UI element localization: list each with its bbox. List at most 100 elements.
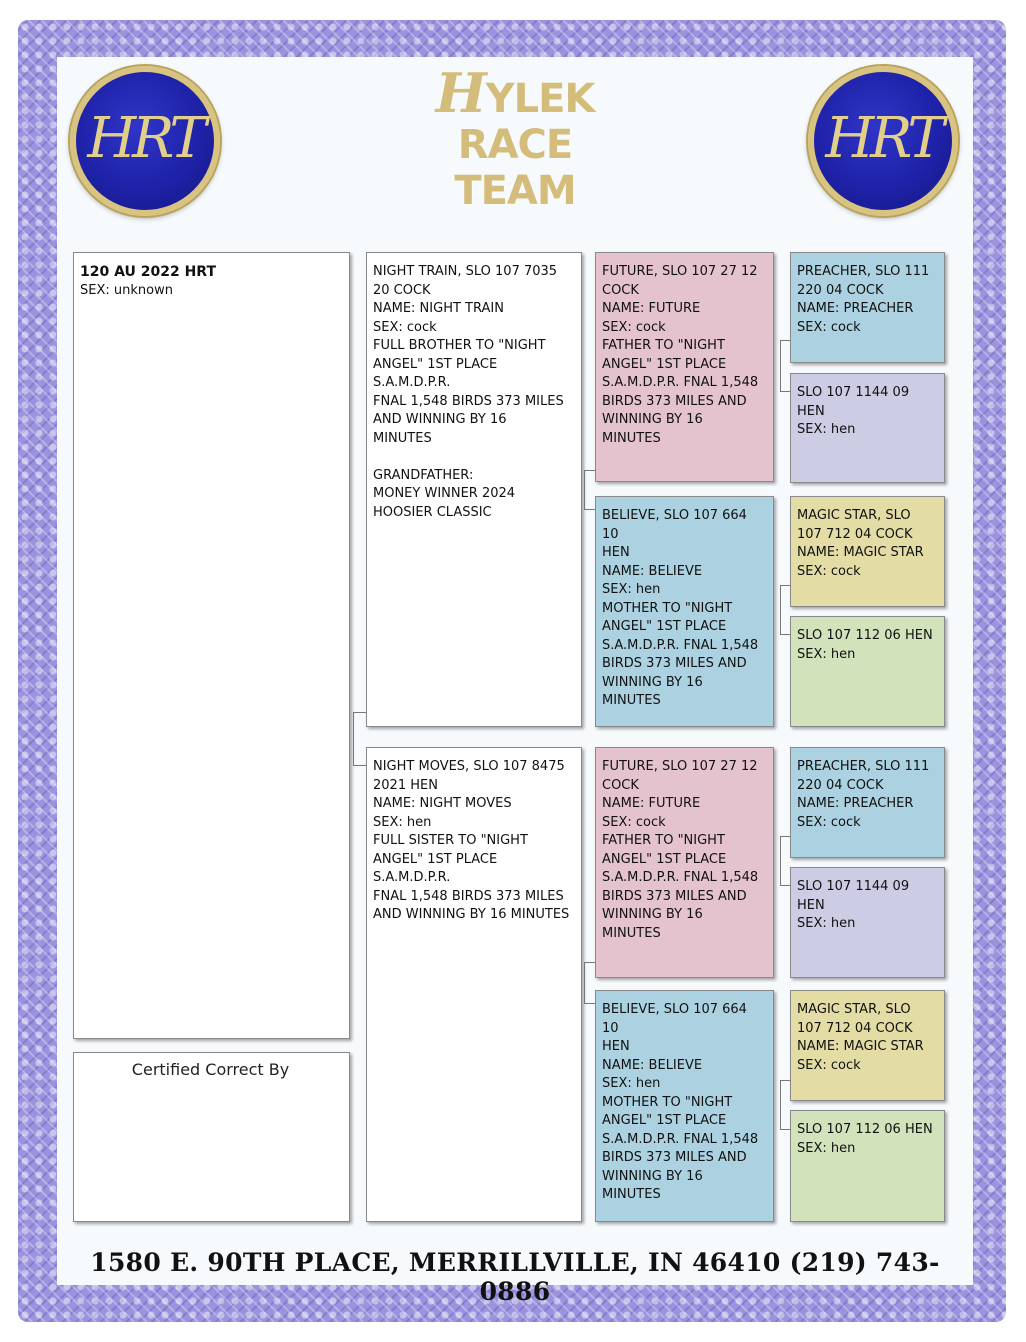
granddam-line: MOTHER TO "NIGHT	[602, 1094, 733, 1110]
dam-line: NIGHT MOVES, SLO 107 8475	[373, 759, 565, 774]
grandsire-line: SEX: cock	[602, 319, 666, 335]
granddam-line: BELIEVE, SLO 107 664 10	[602, 1002, 747, 1036]
granddam-line: HEN	[602, 1039, 630, 1054]
ggs-line: SEX: cock	[797, 814, 861, 830]
logo-left: HRT	[70, 66, 220, 216]
connector-dam	[584, 962, 595, 1004]
granddam-line: S.A.M.D.P.R. FNAL 1,548	[602, 1131, 759, 1147]
ggs-line: NAME: PREACHER	[797, 301, 914, 316]
great-grandsire-box-2: MAGIC STAR, SLO 107 712 04 COCK NAME: MA…	[790, 496, 945, 607]
grandsire-line: FATHER TO "NIGHT	[602, 338, 725, 353]
dam-box: NIGHT MOVES, SLO 107 8475 2021 HEN NAME:…	[366, 747, 582, 1222]
granddam-line: MINUTES	[602, 1187, 661, 1202]
ggs-line: 220 04 COCK	[797, 777, 884, 793]
ggs-line: 107 712 04 COCK	[797, 526, 913, 542]
page-title: HYLEK RACE TEAM	[380, 66, 650, 214]
connector-believe-bottom	[780, 1080, 790, 1130]
logo-right: HRT	[808, 66, 958, 216]
grandsire-line: FUTURE, SLO 107 27 12	[602, 759, 758, 774]
great-grandsire-box-3: PREACHER, SLO 111 220 04 COCK NAME: PREA…	[790, 747, 945, 858]
ggs-line: SEX: cock	[797, 563, 861, 579]
ggd-line: SLO 107 112 06 HEN	[797, 1122, 933, 1137]
great-granddam-box-4: SLO 107 112 06 HEN SEX: hen	[790, 1110, 945, 1222]
granddam-line: S.A.M.D.P.R. FNAL 1,548	[602, 637, 759, 653]
title-line2: TEAM	[454, 168, 576, 214]
dam-line: FNAL 1,548 BIRDS 373 MILES	[373, 888, 564, 904]
granddam-line: SEX: hen	[602, 1076, 661, 1091]
grandsire-line: FATHER TO "NIGHT	[602, 833, 725, 848]
granddam-box-top: BELIEVE, SLO 107 664 10 HEN NAME: BELIEV…	[595, 496, 774, 727]
connector-believe-top	[780, 585, 790, 635]
granddam-line: BIRDS 373 MILES AND	[602, 656, 747, 671]
granddam-line: WINNING BY 16	[602, 1168, 703, 1184]
granddam-line: SEX: hen	[602, 582, 661, 597]
dam-line: NAME: NIGHT MOVES	[373, 796, 512, 811]
sire-line: MINUTES	[373, 430, 432, 446]
grandsire-line: NAME: FUTURE	[602, 796, 701, 811]
dam-line: ANGEL" 1ST PLACE S.A.M.D.P.R.	[373, 851, 498, 886]
footer-address: 1580 E. 90TH PLACE, MERRILLVILLE, IN 464…	[90, 1248, 940, 1306]
grandsire-box-bottom: FUTURE, SLO 107 27 12 COCK NAME: FUTURE …	[595, 747, 774, 978]
great-grandsire-box-1: PREACHER, SLO 111 220 04 COCK NAME: PREA…	[790, 252, 945, 363]
ggs-line: SEX: cock	[797, 319, 861, 335]
grandsire-line: S.A.M.D.P.R. FNAL 1,548	[602, 375, 759, 390]
logo-right-text: HRT	[825, 106, 944, 171]
grandsire-line: S.A.M.D.P.R. FNAL 1,548	[602, 870, 759, 885]
certified-box: Certified Correct By	[73, 1052, 350, 1222]
grandsire-line: WINNING BY 16	[602, 907, 703, 922]
subject-sex: SEX: unknown	[80, 282, 173, 298]
ggs-line: PREACHER, SLO 111	[797, 759, 930, 774]
connector-subject	[353, 712, 366, 766]
granddam-line: MINUTES	[602, 693, 661, 708]
granddam-box-bottom: BELIEVE, SLO 107 664 10 HEN NAME: BELIEV…	[595, 990, 774, 1222]
connector-sire	[584, 470, 595, 510]
granddam-line: ANGEL" 1ST PLACE	[602, 619, 727, 634]
ggs-line: 220 04 COCK	[797, 282, 884, 298]
dam-line: 2021 HEN	[373, 777, 438, 793]
sire-line: FNAL 1,548 BIRDS 373 MILES	[373, 393, 564, 409]
ggs-line: NAME: PREACHER	[797, 796, 914, 811]
grandsire-line: MINUTES	[602, 925, 661, 941]
dam-line: AND WINNING BY 16 MINUTES	[373, 907, 570, 922]
ggs-line: NAME: MAGIC STAR	[797, 545, 924, 560]
granddam-line: ANGEL" 1ST PLACE	[602, 1113, 727, 1128]
sire-line: AND WINNING BY 16	[373, 412, 507, 427]
ggs-line: NAME: MAGIC STAR	[797, 1039, 924, 1054]
grandsire-line: WINNING BY 16	[602, 412, 703, 427]
granddam-line: MOTHER TO "NIGHT	[602, 600, 733, 616]
grandsire-line: MINUTES	[602, 430, 661, 446]
ggs-line: SEX: cock	[797, 1057, 861, 1073]
connector-future-bottom	[780, 836, 790, 886]
subject-box: 120 AU 2022 HRT SEX: unknown	[73, 252, 350, 1039]
great-granddam-box-1: SLO 107 1144 09 HEN SEX: hen	[790, 373, 945, 483]
logo-left-text: HRT	[87, 106, 206, 171]
ggs-line: MAGIC STAR, SLO	[797, 1002, 911, 1017]
sire-line: SEX: cock	[373, 319, 437, 335]
ggd-line: SEX: hen	[797, 916, 856, 931]
subject-band: 120 AU 2022 HRT	[80, 264, 217, 280]
grandsire-line: ANGEL" 1ST PLACE	[602, 356, 727, 372]
dam-line: FULL SISTER TO "NIGHT	[373, 833, 528, 848]
ggd-line: SLO 107 112 06 HEN	[797, 628, 933, 643]
sire-line: FULL BROTHER TO "NIGHT	[373, 338, 546, 353]
great-granddam-box-2: SLO 107 112 06 HEN SEX: hen	[790, 616, 945, 727]
ggs-line: 107 712 04 COCK	[797, 1020, 913, 1036]
grandsire-line: ANGEL" 1ST PLACE	[602, 851, 727, 867]
sire-line: NIGHT TRAIN, SLO 107 7035	[373, 264, 558, 279]
connector-future-top	[780, 340, 790, 392]
sire-line: MONEY WINNER 2024	[373, 486, 516, 501]
ggs-line: MAGIC STAR, SLO	[797, 508, 911, 523]
granddam-line: NAME: BELIEVE	[602, 563, 703, 579]
grandsire-line: BIRDS 373 MILES AND	[602, 888, 747, 904]
great-granddam-box-3: SLO 107 1144 09 HEN SEX: hen	[790, 867, 945, 978]
ggs-line: PREACHER, SLO 111	[797, 264, 930, 279]
grandsire-line: COCK	[602, 282, 639, 298]
grandsire-line: COCK	[602, 777, 639, 793]
dam-line: SEX: hen	[373, 814, 432, 830]
sire-line	[373, 448, 573, 467]
granddam-line: BELIEVE, SLO 107 664 10	[602, 508, 747, 542]
ggd-line: SLO 107 1144 09 HEN	[797, 879, 910, 913]
ggd-line: SEX: hen	[797, 1140, 856, 1156]
grandsire-box-top: FUTURE, SLO 107 27 12 COCK NAME: FUTURE …	[595, 252, 774, 482]
ggd-line: SLO 107 1144 09 HEN	[797, 385, 910, 419]
